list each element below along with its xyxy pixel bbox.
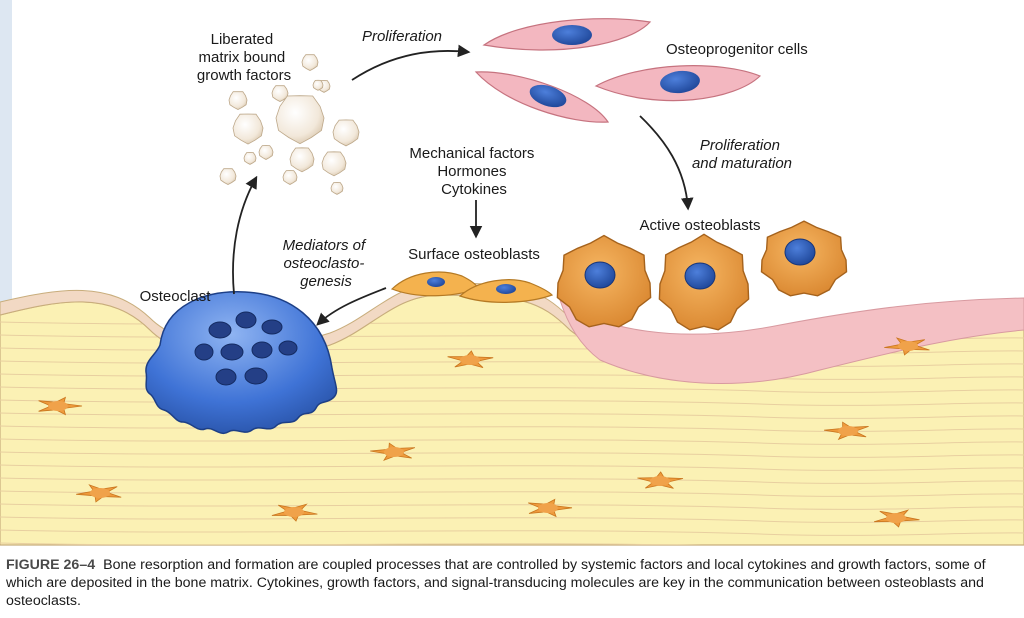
lamella-line bbox=[0, 464, 1024, 471]
osteoprogenitor-cells bbox=[474, 18, 762, 123]
growth-factor-particle bbox=[312, 79, 324, 91]
growth-factor-particle bbox=[321, 151, 347, 177]
arrow-growth-to-progenitor bbox=[351, 44, 471, 81]
osteocyte bbox=[637, 471, 684, 489]
growth-factor-particle bbox=[243, 151, 257, 165]
growth-factor-particle bbox=[258, 145, 274, 160]
growth-factor-particle bbox=[282, 170, 298, 185]
label-mediators: Mediators of osteoclasto- genesis bbox=[283, 237, 370, 290]
active-osteoblast-nucleus bbox=[584, 261, 616, 289]
surface-osteoblast-nucleus bbox=[427, 277, 445, 287]
arrow-progenitor-to-active bbox=[639, 115, 694, 211]
labels: Liberated matrix bound growth factors Pr… bbox=[140, 28, 808, 305]
osteoprogenitor-nucleus bbox=[552, 25, 592, 45]
growth-factor-particle bbox=[219, 168, 237, 186]
label-osteoprogenitor-cells: Osteoprogenitor cells bbox=[666, 41, 808, 58]
lamella-line bbox=[0, 451, 1024, 458]
surface-osteoblasts bbox=[390, 271, 554, 303]
growth-factor-particle bbox=[275, 95, 325, 145]
arrow-surface-to-osteoclast bbox=[316, 287, 387, 326]
label-surface-osteoblasts: Surface osteoblasts bbox=[408, 246, 540, 263]
active-osteoblast-cell bbox=[658, 233, 750, 331]
osteocyte bbox=[873, 509, 920, 528]
growth-factor-particle bbox=[301, 54, 319, 72]
surface-osteoblast-nucleus bbox=[496, 284, 516, 294]
growth-factor-particle bbox=[271, 85, 289, 103]
label-proliferation: Proliferation bbox=[362, 28, 442, 45]
arrow-osteoclast-to-growth bbox=[232, 175, 258, 295]
osteoclast-cell bbox=[145, 291, 338, 434]
label-osteoclast: Osteoclast bbox=[140, 288, 212, 305]
growth-factor-particle bbox=[228, 91, 248, 111]
osteocyte bbox=[528, 498, 573, 518]
osteoprogenitor-nucleus bbox=[660, 70, 700, 94]
label-proliferation-maturation: Proliferation and maturation bbox=[692, 137, 792, 172]
arrows bbox=[232, 44, 694, 326]
lamella-line bbox=[0, 529, 1024, 536]
osteocyte bbox=[824, 421, 869, 441]
osteocytes bbox=[38, 337, 930, 528]
active-osteoblast-cell bbox=[556, 234, 652, 328]
lamella-line bbox=[0, 542, 1024, 545]
osteoclast-nuclei bbox=[194, 311, 298, 386]
lamella-line bbox=[0, 490, 1024, 497]
osteoprogenitor-nucleus bbox=[529, 84, 567, 108]
label-growth-factors: Liberated matrix bound growth factors bbox=[197, 31, 291, 84]
growth-factor-particle bbox=[232, 113, 264, 145]
active-osteoblast-nucleus bbox=[784, 238, 816, 266]
lamella-line bbox=[0, 503, 1024, 510]
osteocyte bbox=[370, 442, 416, 461]
growth-factor-particle bbox=[332, 119, 360, 147]
lamella-line bbox=[0, 425, 1024, 432]
active-osteoblasts bbox=[556, 220, 848, 331]
growth-factors bbox=[219, 54, 360, 195]
lamella-line bbox=[0, 438, 1024, 445]
growth-factor-particle bbox=[289, 147, 315, 173]
caption-text: Bone resorption and formation are couple… bbox=[6, 557, 986, 609]
osteocyte bbox=[271, 503, 318, 522]
lamella-line bbox=[0, 477, 1024, 484]
active-osteoblast-cell bbox=[760, 220, 848, 297]
lamella-line bbox=[0, 516, 1024, 523]
osteocyte bbox=[76, 484, 122, 503]
label-mechanical-factors: Mechanical factors Hormones Cytokines bbox=[409, 145, 538, 198]
osteocyte bbox=[884, 337, 930, 356]
growth-factor-particle bbox=[330, 181, 344, 195]
figure-number: FIGURE 26–4 bbox=[6, 557, 96, 573]
active-osteoblast-nucleus bbox=[684, 262, 716, 290]
osteoid-layer bbox=[559, 297, 1024, 384]
osteocyte bbox=[38, 396, 83, 416]
label-active-osteoblasts: Active osteoblasts bbox=[640, 217, 761, 234]
osteocyte bbox=[447, 350, 494, 368]
